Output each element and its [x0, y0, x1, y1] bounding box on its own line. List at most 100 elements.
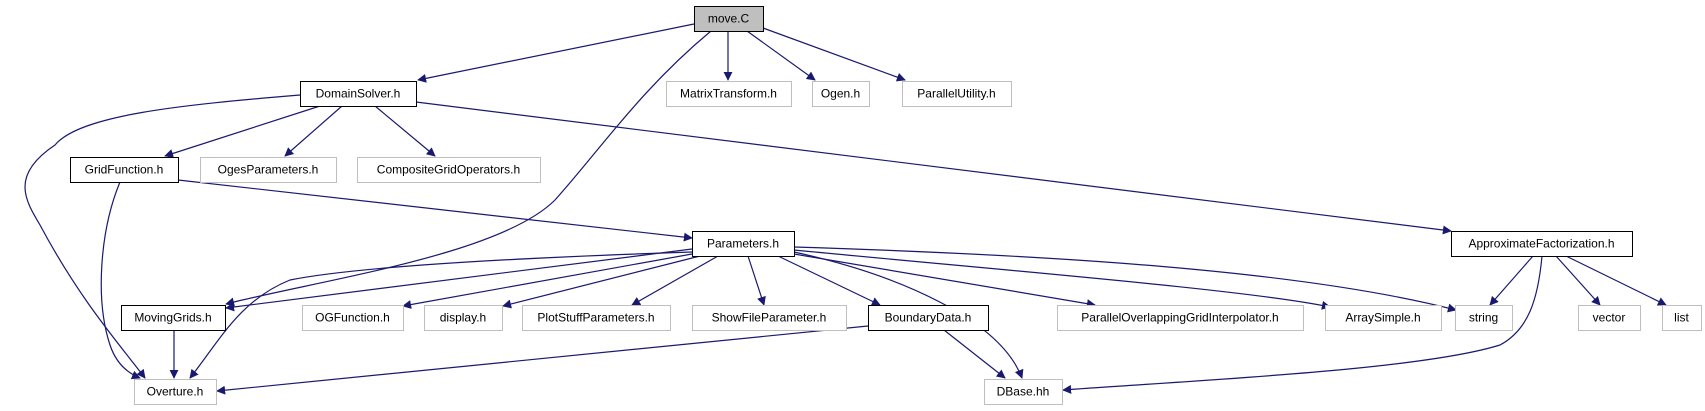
node-box: [200, 157, 337, 183]
edge-move-c-to-movinggrids-h: [225, 30, 712, 307]
node-movinggrids-h[interactable]: MovingGrids.h: [121, 305, 226, 331]
node-label: Parameters.h: [707, 237, 779, 251]
node-label: DomainSolver.h: [316, 87, 401, 101]
node-label: PlotStuffParameters.h: [537, 311, 654, 325]
node-boundarydata-h[interactable]: BoundaryData.h: [868, 305, 989, 331]
node-label: MatrixTransform.h: [680, 87, 777, 101]
edge-parameters-h-to-arraysimple-h: [793, 249, 1331, 310]
node-string: string: [1455, 305, 1513, 331]
edge-boundarydata-h-to-dbase-hh: [943, 329, 1006, 379]
edge-parameters-h-to-showfileparameter-h: [747, 255, 766, 306]
node-parameters-h[interactable]: Parameters.h: [692, 231, 795, 257]
edge-domainsolver-h-to-approximatefactorization-h: [415, 101, 1452, 235]
edge-parameters-h-to-string: [793, 246, 1457, 313]
node-label: GridFunction.h: [85, 163, 164, 177]
edge-approximatefactorization-h-to-vector: [1555, 255, 1601, 306]
node-compositegridoperators-h: CompositeGridOperators.h: [357, 157, 541, 183]
node-box: [1325, 305, 1442, 331]
node-box: [121, 305, 226, 331]
node-ogfunction-h: OGFunction.h: [302, 305, 404, 331]
node-box: [1057, 305, 1304, 331]
node-arraysimple-h: ArraySimple.h: [1325, 305, 1442, 331]
node-gridfunction-h[interactable]: GridFunction.h: [70, 157, 179, 183]
edge-parameters-h-to-ogfunction-h: [402, 253, 693, 309]
node-box: [522, 305, 671, 331]
node-label: OGFunction.h: [315, 311, 390, 325]
edge-approximatefactorization-h-to-list: [1565, 255, 1667, 306]
node-label: ArraySimple.h: [1345, 311, 1420, 325]
node-label: DBase.hh: [997, 385, 1050, 399]
node-box: [1662, 305, 1702, 331]
node-ogen-h: Ogen.h: [812, 81, 870, 107]
edge-move-c-to-domainsolver-h: [417, 23, 695, 83]
edge-parameters-h-to-paralleloverlappinggridinterpolator-h: [793, 253, 1096, 309]
node-label: string: [1469, 311, 1498, 325]
node-label: display.h: [440, 311, 486, 325]
edge-domainsolver-h-to-compositegridoperators-h: [374, 105, 436, 157]
node-box: [1455, 305, 1513, 331]
edge-gridfunction-h-to-parameters-h: [177, 179, 693, 242]
edge-parameters-h-to-display-h: [502, 255, 701, 309]
node-box: [812, 81, 870, 107]
edges-layer: [24, 23, 1667, 395]
node-box: [302, 305, 404, 331]
node-box: [692, 231, 795, 257]
node-box: [134, 379, 217, 405]
node-label: ParallelUtility.h: [917, 87, 995, 101]
node-label: ApproximateFactorization.h: [1468, 237, 1614, 251]
node-box: [1578, 305, 1641, 331]
node-box: [666, 81, 792, 107]
edge-domainsolver-h-to-gridfunction-h: [164, 105, 321, 158]
node-label: BoundaryData.h: [885, 311, 972, 325]
node-box: [868, 305, 989, 331]
node-dbase-hh: DBase.hh: [984, 379, 1063, 405]
node-label: move.C: [708, 12, 750, 26]
node-approximatefactorization-h[interactable]: ApproximateFactorization.h: [1451, 231, 1633, 257]
node-label: vector: [1593, 311, 1626, 325]
edge-boundarydata-h-to-overture-h: [216, 325, 869, 395]
edge-gridfunction-h-to-overture-h: [100, 181, 141, 380]
node-box: [902, 81, 1012, 107]
node-matrixtransform-h: MatrixTransform.h: [666, 81, 792, 107]
node-label: list: [1674, 311, 1689, 325]
edge-approximatefactorization-h-to-string: [1489, 255, 1534, 306]
edge-domainsolver-h-to-ogesparameters-h: [284, 105, 343, 157]
node-overture-h: Overture.h: [134, 379, 217, 405]
edge-move-c-to-ogen-h: [746, 30, 816, 81]
edge-parameters-h-to-boundarydata-h: [777, 255, 881, 306]
node-showfileparameter-h: ShowFileParameter.h: [692, 305, 847, 331]
node-label: OgesParameters.h: [218, 163, 319, 177]
node-label: Overture.h: [147, 385, 204, 399]
node-label: CompositeGridOperators.h: [377, 163, 520, 177]
node-ogesparameters-h: OgesParameters.h: [200, 157, 337, 183]
edge-parameters-h-to-dbase-hh: [793, 251, 1024, 379]
node-paralleloverlappinggridinterpolator-h: ParallelOverlappingGridInterpolator.h: [1057, 305, 1304, 331]
node-plotstuffparameters-h: PlotStuffParameters.h: [522, 305, 671, 331]
node-box: [984, 379, 1063, 405]
node-label: Ogen.h: [821, 87, 860, 101]
edge-parameters-h-to-movinggrids-h: [225, 248, 693, 312]
node-box: [424, 305, 503, 331]
edge-parameters-h-to-overture-h: [189, 251, 693, 379]
node-label: MovingGrids.h: [134, 311, 211, 325]
node-label: ShowFileParameter.h: [712, 311, 827, 325]
node-box: [694, 6, 764, 32]
node-box: [300, 81, 417, 107]
node-parallelutility-h: ParallelUtility.h: [902, 81, 1012, 107]
edge-parameters-h-to-plotstuffparameters-h: [631, 255, 719, 306]
edge-domainsolver-h-to-overture-h: [24, 94, 301, 379]
node-display-h: display.h: [424, 305, 503, 331]
node-box: [692, 305, 847, 331]
node-label: ParallelOverlappingGridInterpolator.h: [1081, 311, 1278, 325]
edge-approximatefactorization-h-to-dbase-hh: [1062, 255, 1543, 394]
node-box: [70, 157, 179, 183]
node-vector: vector: [1578, 305, 1641, 331]
node-move-c[interactable]: move.C: [694, 6, 764, 32]
node-box: [1451, 231, 1633, 257]
node-domainsolver-h[interactable]: DomainSolver.h: [300, 81, 417, 107]
node-list: list: [1662, 305, 1702, 331]
edge-move-c-to-parallelutility-h: [762, 27, 906, 82]
node-box: [357, 157, 541, 183]
